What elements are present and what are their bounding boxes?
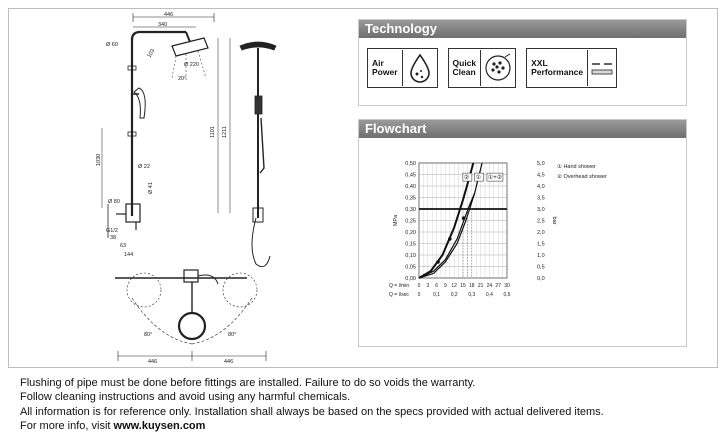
dim-offset-144: 144 xyxy=(124,252,133,258)
y-axis-unit: MPa xyxy=(393,214,399,226)
dim-pipe-diameter: Ø 60 xyxy=(106,42,118,48)
y2-tick-label: 5,0 xyxy=(537,161,545,167)
dim-height-1101: 1101 xyxy=(210,126,216,138)
dim-head-angle: 20° xyxy=(178,76,186,82)
curve-label: ① xyxy=(476,174,481,181)
qsec-tick: 0,2 xyxy=(451,292,458,298)
y2-tick-label: 2,0 xyxy=(537,230,545,236)
technology-panel: Technology Air Power Quick Clean XXL Per… xyxy=(358,19,687,106)
qmin-row-label: Q = l/min xyxy=(389,283,409,289)
y2-tick-label: 3,5 xyxy=(537,196,545,202)
note-cleaning: Follow cleaning instructions and avoid u… xyxy=(20,391,351,404)
curve-label-box xyxy=(486,172,504,182)
curve-label-box xyxy=(462,172,473,182)
y2-tick-label: 0,0 xyxy=(537,276,545,282)
qmin-tick: 15 xyxy=(460,283,466,289)
data-point-marker xyxy=(448,237,452,241)
y2-tick-label: 2,5 xyxy=(537,219,545,225)
dim-head-diameter: Ø 220 xyxy=(184,62,199,68)
xxl-performance-label: XXL Performance xyxy=(531,58,584,77)
air-power-badge: Air Power xyxy=(367,48,438,88)
flowchart-chart: 0,500,450,400,350,300,250,200,150,100,05… xyxy=(389,161,607,298)
qsec-tick: 0,5 xyxy=(504,292,511,298)
y-tick-label: 0,20 xyxy=(405,230,416,236)
qmin-tick: 24 xyxy=(487,283,493,289)
dim-arm-length: 340 xyxy=(158,22,167,28)
y2-tick-label: 0,5 xyxy=(537,265,545,271)
qmin-tick: 21 xyxy=(478,283,484,289)
y-tick-label: 0,40 xyxy=(405,184,416,190)
data-point-marker xyxy=(436,260,440,264)
dim-pipe-22: Ø 22 xyxy=(138,164,150,170)
y2-tick-label: 4,0 xyxy=(537,184,545,190)
note-reference: All information is for reference only. I… xyxy=(20,405,604,418)
legend-entry: ② Overhead shower xyxy=(557,173,607,180)
xxl-performance-badge: XXL Performance xyxy=(526,48,618,88)
notes-section: Flushing of pipe must be done before fit… xyxy=(20,376,710,433)
dim-height-1030: 1030 xyxy=(96,154,102,166)
y2-tick-label: 1,0 xyxy=(537,253,545,259)
series-line xyxy=(418,162,483,279)
qmin-tick: 18 xyxy=(469,283,475,289)
note-more-info: For more info, visit www.kuysen.com xyxy=(20,419,710,433)
dim-top-width: 446 xyxy=(164,12,173,18)
dim-valve-80: Ø 80 xyxy=(108,199,120,205)
qmin-tick: 9 xyxy=(444,283,447,289)
technology-badges: Air Power Quick Clean XXL Performance xyxy=(367,48,618,88)
note-flushing: Flushing of pipe must be done before fit… xyxy=(20,377,476,389)
nozzle-icon xyxy=(480,50,515,86)
dim-swing-right: 80° xyxy=(228,332,236,338)
quick-clean-badge: Quick Clean xyxy=(447,48,517,88)
technology-title: Technology xyxy=(359,20,686,38)
curve-label: ② xyxy=(464,174,469,181)
dim-offset-38: 38 xyxy=(110,235,116,241)
y-tick-label: 0,10 xyxy=(405,253,416,259)
dim-valve-41: Ø 41 xyxy=(148,182,154,194)
dim-arm-tilt: 103 xyxy=(147,48,157,59)
dim-offset-63: 63 xyxy=(120,243,126,249)
shower-head-icon xyxy=(587,50,616,86)
dim-thread: G1/2 xyxy=(106,228,118,234)
y-tick-label: 0,00 xyxy=(405,276,416,282)
qmin-tick: 27 xyxy=(495,283,501,289)
water-drop-icon xyxy=(401,50,437,86)
website-link[interactable]: www.kuysen.com xyxy=(113,419,206,432)
dim-swing-left: 80° xyxy=(144,332,152,338)
y-tick-label: 0,30 xyxy=(405,207,416,213)
legend-entry: ① Hand shower xyxy=(557,163,596,170)
y-tick-label: 0,05 xyxy=(405,265,416,271)
air-power-label: Air Power xyxy=(372,58,398,77)
y-tick-label: 0,35 xyxy=(405,196,416,202)
y2-tick-label: 3,0 xyxy=(537,207,545,213)
note-more-info-prefix: For more info, visit xyxy=(20,419,114,432)
y-tick-label: 0,45 xyxy=(405,173,416,179)
data-point-marker xyxy=(461,216,466,220)
qsec-tick: 0,3 xyxy=(468,292,475,298)
y2-tick-label: 1,5 xyxy=(537,242,545,248)
curve-label-box xyxy=(474,172,484,182)
qmin-tick: 12 xyxy=(451,283,457,289)
technical-drawing: 446 340 Ø 60 103 Ø 220 20° 1101 1211 103… xyxy=(96,12,277,365)
dim-bottom-right: 446 xyxy=(224,359,233,365)
curve-label: ①+② xyxy=(488,174,502,181)
y-tick-label: 0,15 xyxy=(405,242,416,248)
qsec-tick: 0,1 xyxy=(433,292,440,298)
flowchart-title: Flowchart xyxy=(359,120,686,138)
dim-height-1211: 1211 xyxy=(222,126,228,138)
quick-clean-label: Quick Clean xyxy=(452,58,477,77)
y2-tick-label: 4,5 xyxy=(537,173,545,179)
qsec-row-label: Q = l/sec xyxy=(389,292,409,298)
dim-bottom-left: 446 xyxy=(148,359,157,365)
qsec-tick: 0 xyxy=(418,292,421,298)
qmin-tick: 6 xyxy=(435,283,438,289)
qmin-tick: 3 xyxy=(426,283,429,289)
y2-axis-unit: bar xyxy=(551,217,557,225)
qsec-tick: 0,4 xyxy=(486,292,493,298)
series-line xyxy=(418,192,476,279)
y-tick-label: 0,50 xyxy=(405,161,416,167)
y-tick-label: 0,25 xyxy=(405,219,416,225)
qmin-tick: 0 xyxy=(418,283,421,289)
qmin-tick: 30 xyxy=(504,283,510,289)
